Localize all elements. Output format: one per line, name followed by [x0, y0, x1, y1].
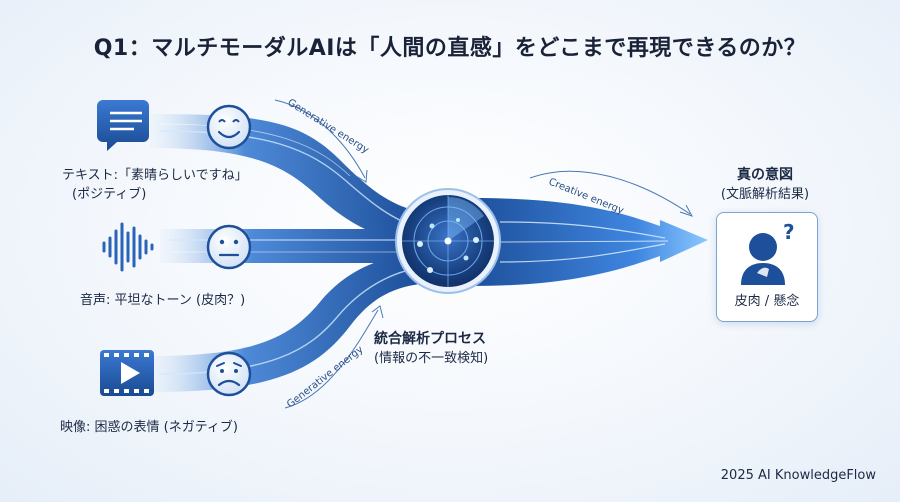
neutral-face-icon [206, 224, 252, 270]
audio-input-label: 音声: 平坦なトーン (皮肉？) [80, 293, 246, 308]
intent-title: 真の意図 [737, 167, 793, 183]
page-title: Q1：マルチモーダルAIは「人間の直感」をどこまで再現できるのか？ [93, 36, 807, 61]
smiling-face-icon [206, 104, 252, 150]
chat-bubble-icon [97, 100, 149, 151]
text-input-line2: (ポジティブ) [72, 187, 147, 202]
text-input-label: テキスト:「素晴らしいですね」 (ポジティブ) [62, 166, 302, 204]
energy-line-bottom [284, 305, 384, 409]
flow-band-bottom [150, 252, 421, 392]
intent-result: 皮肉 / 懸念 [734, 294, 800, 309]
flow-band-output [470, 198, 708, 286]
radar-icon [395, 188, 501, 294]
center-process-subtitle: (情報の不一致検知) [374, 351, 489, 366]
intent-subtitle: (文脈解析結果) [720, 187, 810, 202]
center-process-label: 統合解析プロセス (情報の不一致検知) [374, 330, 534, 368]
thinking-person-icon: ? [741, 220, 795, 285]
footer-credit: 2025 AI KnowledgeFlow [720, 468, 876, 483]
text-input-line1: テキスト:「素晴らしいですね」 [62, 168, 248, 183]
center-process-title: 統合解析プロセス [374, 331, 486, 347]
intent-result-card: ? 皮肉 / 懸念 [716, 212, 818, 322]
intent-label: 真の意図 (文脈解析結果) [700, 166, 830, 204]
energy-line-top [274, 99, 368, 183]
video-input-label: 映像: 困惑の表情 (ネガティブ) [60, 420, 239, 435]
energy-line-output [529, 170, 694, 217]
svg-text:?: ? [783, 220, 795, 244]
flow-band-middle [160, 229, 420, 263]
sound-wave-icon [102, 222, 154, 272]
video-play-icon [100, 350, 154, 396]
worried-face-icon [206, 351, 252, 397]
